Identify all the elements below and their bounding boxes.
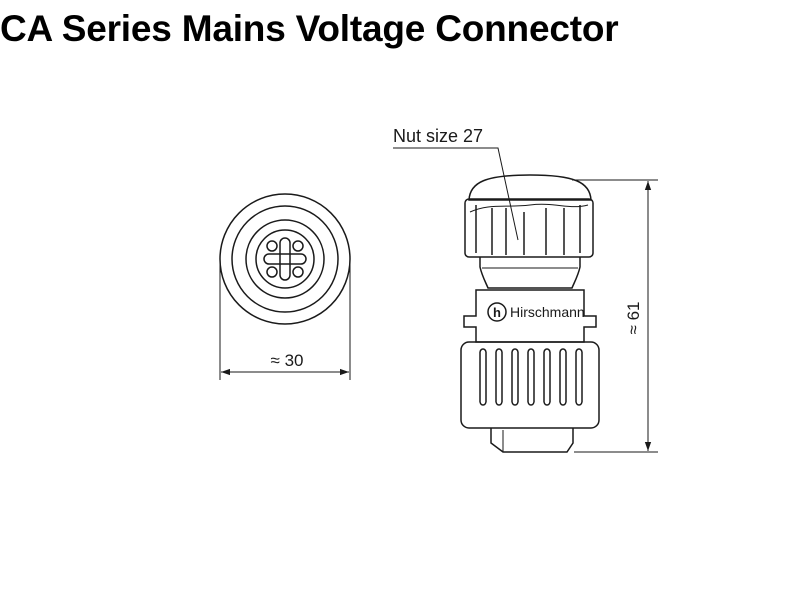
plug-end [490, 428, 574, 453]
middle-ring [231, 205, 339, 313]
nut-size-leader [393, 147, 519, 241]
contact-carrier [255, 229, 315, 289]
nut-flutes [469, 203, 589, 255]
contact-pin [266, 266, 278, 278]
height-dimension-label: ≈ 61 [624, 302, 643, 335]
coupling-ring [460, 341, 600, 429]
cross-insert [263, 237, 307, 281]
cable-nut [464, 198, 594, 258]
hirschmann-logo-icon: h [487, 302, 507, 322]
width-dimension [219, 260, 351, 380]
side-view [460, 174, 600, 453]
outer-ring [219, 193, 351, 325]
inner-ring [245, 219, 325, 299]
contact-pin [292, 266, 304, 278]
contact-pin [292, 240, 304, 252]
page-title: CA Series Mains Voltage Connector [0, 8, 619, 49]
height-dimension [572, 179, 658, 453]
contact-pin [266, 240, 278, 252]
logo-letter: h [493, 305, 501, 320]
width-dimension-label: ≈ 30 [271, 351, 304, 370]
brand-label: Hirschmann [510, 304, 585, 320]
ring-ribs [479, 348, 583, 406]
nut-dome [468, 174, 592, 201]
neck [479, 257, 581, 289]
front-view [219, 193, 351, 325]
nut-size-label: Nut size 27 [393, 126, 483, 146]
